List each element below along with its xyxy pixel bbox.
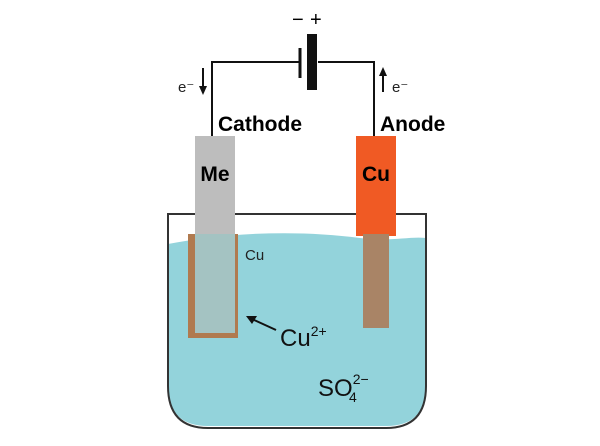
cathode-submerged [195, 234, 235, 333]
cation-label: Cu2+ [280, 323, 327, 352]
anode-submerged [363, 234, 389, 328]
battery-minus-sign: − [292, 9, 304, 31]
anode-electrode-label: Cu [362, 163, 390, 186]
cation-base: Cu [280, 325, 311, 352]
anion-charge: 2− [353, 371, 369, 387]
circuit-wires [211, 61, 375, 136]
cathode-label: Cathode [218, 113, 302, 136]
anode-electron-arrow [379, 67, 387, 92]
anion-label: SO2− [318, 371, 369, 402]
cation-arrow [246, 316, 277, 331]
deposit-label: Cu [245, 247, 264, 264]
cathode-electron-label: e⁻ [178, 79, 194, 96]
anion-subscript: 4 [349, 389, 357, 405]
beaker [167, 213, 427, 429]
battery-plus-sign: + [310, 9, 322, 31]
anode-label: Anode [380, 113, 445, 136]
battery-icon [298, 34, 317, 90]
cation-charge: 2+ [311, 323, 327, 339]
anion-base: SO [318, 375, 353, 402]
anode-electron-label: e⁻ [392, 79, 408, 96]
cathode-electron-arrow [199, 68, 207, 95]
cathode-electrode [195, 136, 235, 236]
cathode-electrode-label: Me [200, 163, 229, 186]
anode-electrode [356, 136, 396, 236]
